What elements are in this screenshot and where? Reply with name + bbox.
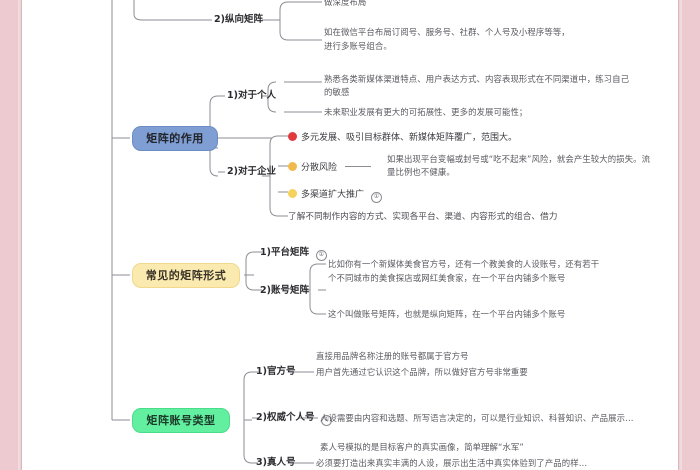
node-label-guanfang-hao[interactable]: 1)官方号 [256,366,296,377]
mindmap-canvas: 2)纵向矩阵 做深度布局 如在微信平台布局订阅号、服务号、社群、个人号及小程序等… [22,0,678,470]
frame-inner-line-right [679,0,682,470]
node-label-zhenren-hao[interactable]: 3)真人号 [256,457,296,468]
detail-text-quanwei-0: 人设需要由内容和选题、所写语言决定的，可以是行业知识、科普知识、产品展示… [320,413,634,423]
node-juzhen-zhanghao-leixing[interactable]: 矩阵账号类型 [132,408,230,433]
item-fensan-fengxian-label: 分散风险 [301,163,338,173]
node-label-duiyu-qiye[interactable]: 2)对于企业 [227,166,276,177]
item-pingtai-juzhen[interactable]: 1)平台矩阵 ① [260,247,327,261]
node-label-zongxiang-juzhen[interactable]: 2)纵向矩阵 [214,14,263,25]
node-changjian-juzhen-xingshi[interactable]: 常见的矩阵形式 [132,263,240,288]
connector-dash-fensan [344,166,371,167]
detail-text-zongxiang-1: 如在微信平台布局订阅号、服务号、社群、个人号及小程序等等， [324,27,570,37]
item-duoqudao-tuiguang[interactable]: 多渠道扩大推广 ① [288,187,382,203]
circle-marker-icon[interactable]: ① [370,192,382,203]
detail-text-zhanghao-juzhen-0: 比如你有一个新媒体美食官方号，还有一个教美食的人设账号，还有若干 [328,259,600,269]
mindmap-page: 2)纵向矩阵 做深度布局 如在微信平台布局订阅号、服务号、社群、个人号及小程序等… [22,0,678,470]
detail-text-guanfang-1: 用户首先通过它认识这个品牌，所以做好官方号非常重要 [316,367,528,377]
detail-text-zongxiang-2: 进行多账号组合。 [324,41,392,51]
detail-text-zhanghao-juzhen-2: 这个叫做账号矩阵，也就是纵向矩阵，在一个平台内铺多个账号 [328,309,566,319]
badge-amber-three [288,189,297,198]
detail-text-zhenren-0: 必须要打造出来真实丰满的人设，展示出生活中真实体验到了产品的样… [316,458,588,468]
node-label-pingtai-juzhen: 1)平台矩阵 [260,247,309,258]
item-duoqudao-tuiguang-label: 多渠道扩大推广 [301,190,365,200]
badge-red-one [288,132,297,141]
item-duoyuan-fazhan-label: 多元发展、吸引目标群体、新媒体矩阵覆广，范围大。 [301,133,518,143]
detail-text-geren-0: 熟悉各类新媒体渠道特点、用户表达方式、内容表现形式在不同渠道中，练习自己 [324,74,630,84]
node-label-zhanghao-juzhen[interactable]: 2)账号矩阵 [260,285,309,296]
circle-marker-icon-quanwei[interactable]: ① [321,415,333,426]
node-label-quanwei-geren-hao: 2)权威个人号 [256,412,315,423]
badge-orange-two [288,162,297,171]
detail-text-quanwei-1: 素人号模拟的是目标客户的真实画像，简单理解“水军” [320,442,524,452]
detail-text-fensan-note: 如果出现平台变幅或封号或“吃不起来”风险，就会产生较大的损失。流量比例也不健康。 [387,154,651,178]
item-fensan-fengxian[interactable]: 分散风险 [288,160,376,173]
detail-text-geren-1: 的敏感 [324,87,350,97]
node-label-duiyu-geren[interactable]: 1)对于个人 [227,90,276,101]
detail-text-liaojie-fangshi: 了解不同制作内容的方式、实现各平台、渠道、内容形式的组合、借力 [288,212,558,222]
detail-text-zongxiang-0: 做深度布局 [324,0,367,7]
circle-marker-icon-pingtai[interactable]: ① [315,250,327,261]
item-duoyuan-fazhan[interactable]: 多元发展、吸引目标群体、新媒体矩阵覆广，范围大。 [288,130,517,143]
item-quanwei-geren-hao[interactable]: 2)权威个人号 ① [256,412,333,426]
detail-text-guanfang-0: 直接用品牌名称注册的账号都属于官方号 [316,351,469,361]
node-juzhen-de-zuoyong[interactable]: 矩阵的作用 [132,126,218,151]
detail-text-zhanghao-juzhen-1: 个不同城市的美食探店或网红美食家，在一个平台内铺多个账号 [328,273,566,283]
detail-text-geren-2: 未来职业发展有更大的可拓展性、更多的发展可能性； [324,107,528,117]
frame-inner-line-left [18,0,21,470]
mindmap-connector-lines [111,0,326,464]
